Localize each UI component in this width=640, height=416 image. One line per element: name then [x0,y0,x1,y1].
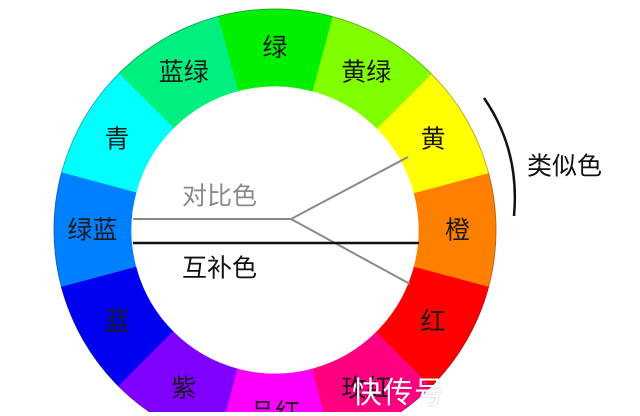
wheel-segment-label: 蓝 [104,307,129,336]
wheel-segment-label: 红 [421,307,446,336]
wheel-segment-label: 黄绿 [341,57,391,86]
wheel-segment-label: 品红 [250,398,300,412]
wheel-segment [118,331,239,416]
wheel-segment-label: 橙 [445,216,470,245]
contrast-line-to-yellow [290,156,409,220]
wheel-labels: 橙 黄 黄绿 绿蓝绿青绿蓝蓝紫品红 玫红 红 [67,33,470,416]
wheel-segment-label: 玫红 [341,374,391,403]
wheel-segment [376,266,489,387]
wheel-segment-label: 绿蓝 [67,216,117,245]
watermark: 快传号 [352,376,445,411]
complementary-color-label: 互补色 [182,254,257,283]
wheel-outer-rim [53,8,497,416]
analogous-color-label: 类似色 [527,152,602,181]
wheel-segment [224,368,326,416]
wheel-segment-label: 绿 [262,33,287,62]
wheel-segment-label: 紫 [171,374,196,403]
contrast-color-label: 对比色 [182,182,257,211]
wheel-segments [53,8,497,416]
analogous-bracket-arc [482,97,517,217]
contrast-line-to-red [290,218,411,285]
contrast-lines [133,156,411,285]
wheel-segment-label: 青 [104,124,129,153]
wheel-segment-label: 蓝绿 [159,57,209,86]
wheel-segment-label: 黄 [421,124,446,153]
